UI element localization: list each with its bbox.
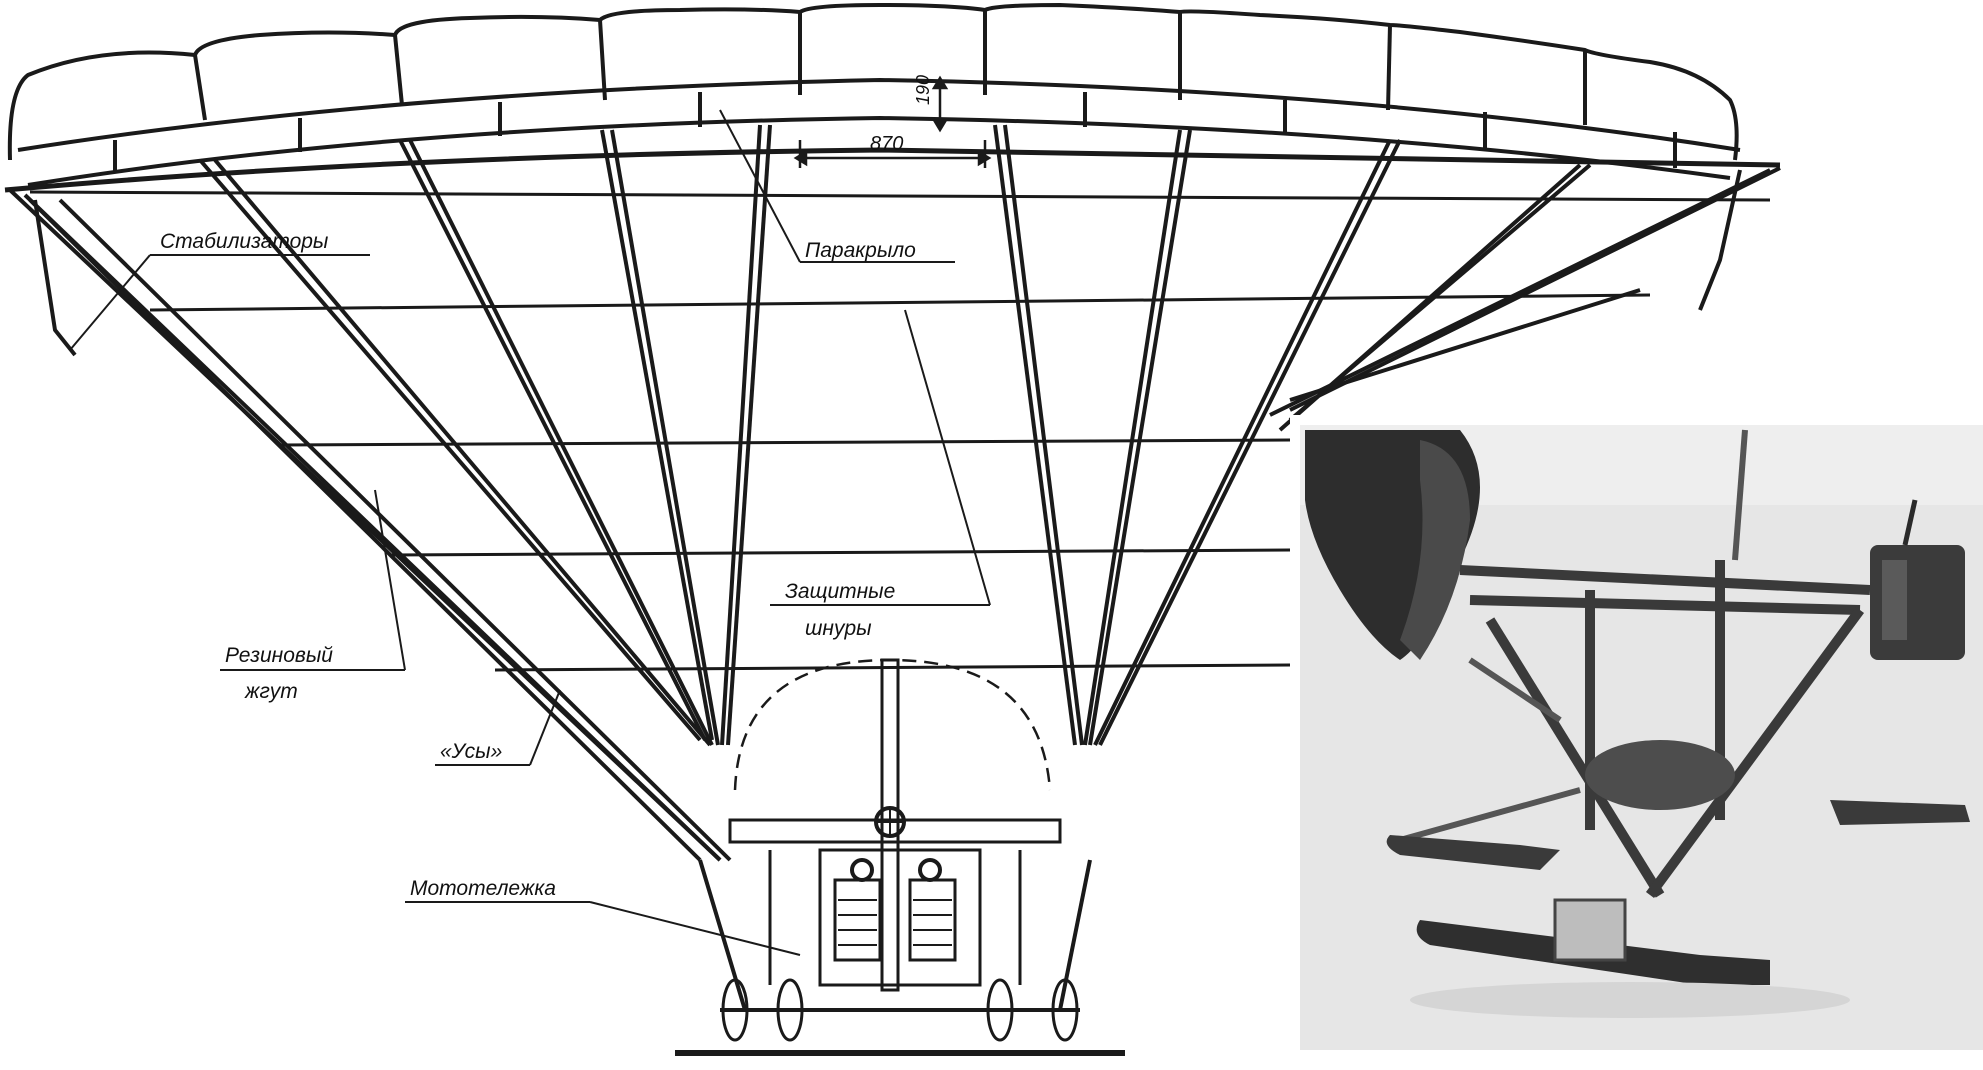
label-texts: Стабилизаторы Паракрыло Защитные шнуры Р… [160, 230, 916, 900]
label-rubber-cord-1: Резиновый [225, 644, 333, 667]
dimension-870: 870 [793, 133, 992, 168]
dimension-190-label: 190 [913, 75, 933, 105]
label-stabilizers: Стабилизаторы [160, 230, 329, 253]
label-rubber-cord-2: жгут [244, 680, 298, 703]
parawing-canopy [4, 3, 1781, 357]
suspension-lines [8, 124, 1781, 862]
dimension-870-label: 870 [870, 133, 903, 155]
dimension-190: 190 [913, 75, 949, 133]
label-motor-cart: Мототележка [410, 877, 556, 900]
label-protective-cords-1: Защитные [785, 580, 895, 603]
callouts [69, 109, 991, 956]
photo-inset [1290, 415, 1983, 1065]
label-whiskers: «Усы» [440, 740, 502, 763]
label-protective-cords-2: шнуры [805, 617, 872, 640]
motor-cart [675, 658, 1125, 1056]
label-parawing: Паракрыло [805, 239, 916, 262]
